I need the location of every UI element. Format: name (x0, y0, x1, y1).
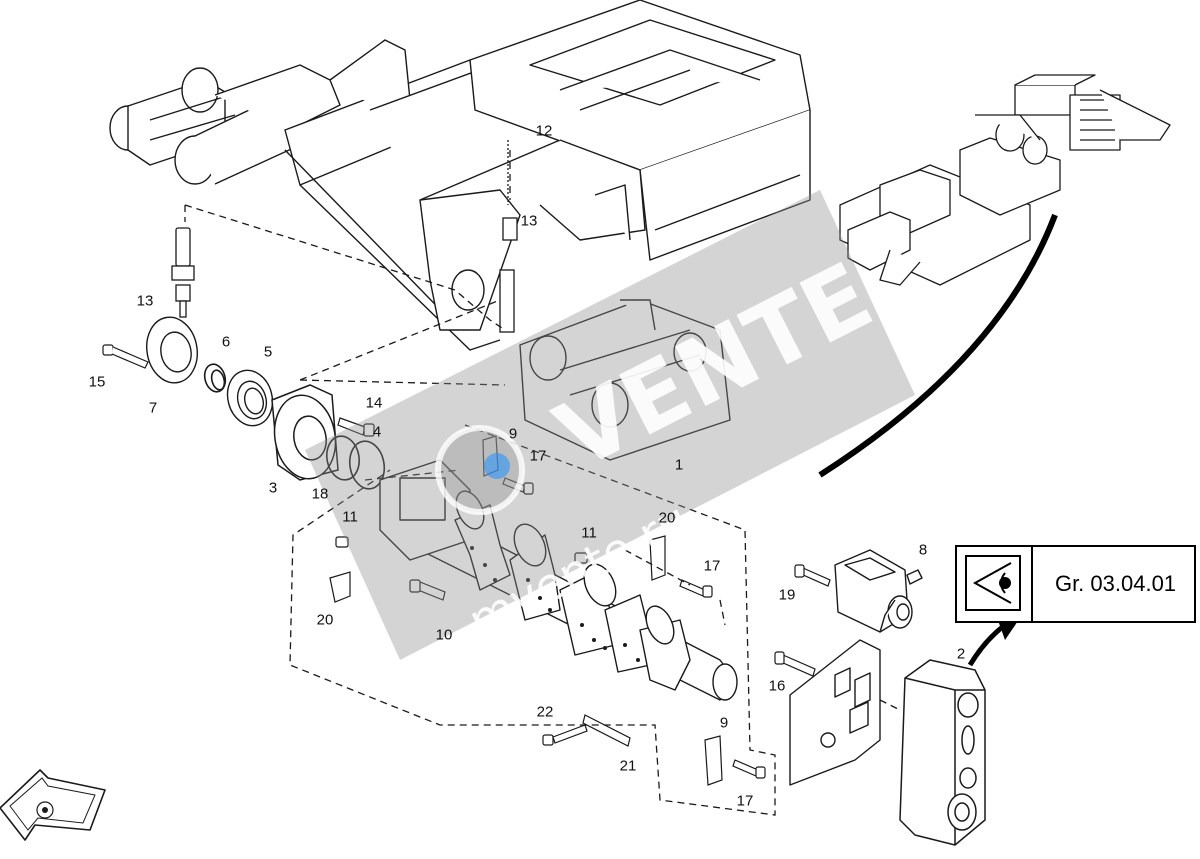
callout-10: 10 (435, 626, 453, 644)
callout-17b: 17 (703, 557, 721, 575)
segment-holes (470, 546, 640, 662)
eye-icon-frame (965, 555, 1021, 611)
callout-13b: 13 (136, 292, 154, 310)
auger-assembly (379, 459, 738, 701)
callout-17c: 17 (736, 792, 754, 810)
callout-12: 12 (535, 122, 553, 140)
watermark (305, 190, 915, 660)
callout-7: 7 (148, 399, 158, 417)
frame-pins (499, 140, 518, 333)
callout-11a: 11 (342, 508, 358, 526)
callout-15: 15 (88, 373, 106, 391)
rings-18-4 (325, 435, 386, 490)
callout-4: 4 (372, 423, 382, 441)
callout-19: 19 (778, 586, 796, 604)
callout-2: 2 (956, 645, 966, 663)
reference-eye-cell (957, 547, 1033, 621)
callout-8: 8 (918, 541, 928, 559)
callout-6: 6 (221, 333, 231, 351)
callout-1: 1 (674, 456, 684, 474)
reference-box[interactable]: Gr. 03.04.01 (955, 545, 1196, 623)
flange-7 (146, 316, 198, 384)
callout-11b: 11 (581, 524, 597, 542)
callout-5: 5 (263, 343, 273, 361)
callout-9b: 9 (719, 714, 729, 732)
housing-3 (271, 384, 339, 481)
callout-22: 22 (536, 703, 554, 721)
pump (834, 549, 923, 633)
callout-18: 18 (311, 485, 329, 503)
callout-3: 3 (268, 479, 278, 497)
callout-17a: 17 (529, 447, 547, 465)
reference-curve (818, 213, 1058, 478)
machine-frame (109, 0, 811, 461)
nav-back-arrow[interactable] (0, 769, 106, 841)
ring-6 (203, 363, 227, 393)
callout-20a: 20 (316, 611, 334, 629)
callout-16: 16 (768, 677, 786, 695)
callout-14: 14 (365, 394, 383, 412)
callout-13a: 13 (520, 212, 538, 230)
bolt-13-left (171, 227, 195, 318)
callout-20b: 20 (658, 509, 676, 527)
bearing-5 (226, 369, 274, 427)
mounting-plate (789, 639, 881, 786)
bolt-14 (337, 417, 375, 437)
group-outline (184, 150, 901, 816)
reference-arrow (967, 623, 1007, 667)
drive-compartment (839, 74, 1171, 286)
reference-label: Gr. 03.04.01 (1054, 571, 1177, 596)
bolt-15 (102, 344, 149, 369)
callout-21: 21 (619, 757, 637, 775)
eye-icon (972, 562, 1012, 604)
callout-9a: 9 (508, 425, 518, 443)
gearbox (899, 659, 986, 846)
